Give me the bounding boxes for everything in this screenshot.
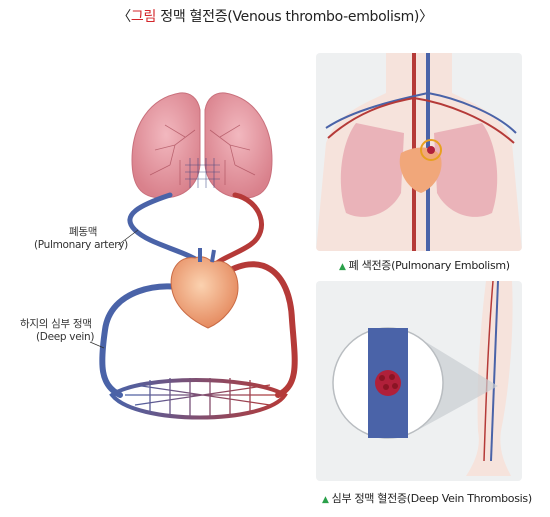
heart-illustration	[170, 248, 239, 329]
triangle-marker-icon: ▲	[339, 262, 346, 272]
capillary-bed	[109, 378, 288, 420]
dvt-caption: ▲심부 정맥 혈전증(Deep Vein Thrombosis)	[322, 492, 532, 505]
pulmonary-artery-label-ko: 폐동맥	[69, 226, 98, 238]
leader-line-deep-vein	[89, 341, 105, 349]
pulmonary-embolism-panel	[316, 53, 522, 251]
vessel-loops	[99, 192, 298, 398]
title-bracket-open: 〈	[117, 9, 131, 25]
dvt-panel	[316, 281, 522, 481]
figure-title: 〈그림 정맥 혈전증(Venous thrombo-embolism)〉	[0, 6, 550, 26]
pulmonary-artery-label-en: (Pulmonary artery)	[34, 239, 128, 251]
lungs-illustration	[131, 92, 273, 199]
torso-illustration	[316, 53, 522, 251]
triangle-marker-icon: ▲	[322, 495, 329, 505]
leader-line-pulmonary-artery	[117, 229, 139, 246]
title-bracket-close: 〉	[419, 9, 433, 25]
title-text: 정맥 혈전증(Venous thrombo-embolism)	[156, 9, 420, 25]
deep-vein-label-ko: 하지의 심부 정맥	[20, 318, 92, 330]
leg-illustration	[332, 281, 513, 476]
title-highlight: 그림	[130, 9, 157, 25]
deep-vein-label-en: (Deep vein)	[36, 331, 95, 343]
pe-caption: ▲폐 색전증(Pulmonary Embolism)	[339, 259, 510, 272]
